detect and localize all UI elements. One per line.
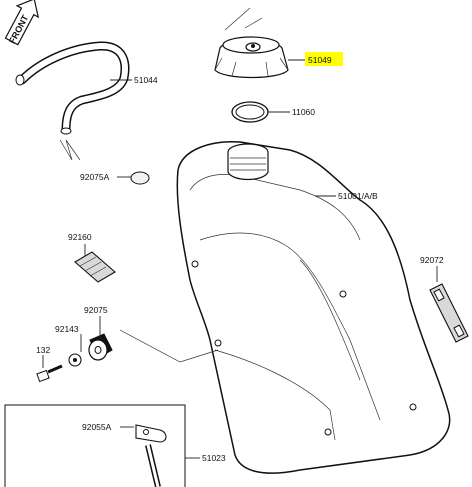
damper-92160 — [74, 251, 116, 283]
collar-92143 — [68, 353, 82, 367]
label-92160[interactable]: 92160 — [68, 232, 92, 242]
label-92072[interactable]: 92072 — [420, 255, 444, 265]
label-132[interactable]: 132 — [36, 345, 50, 355]
label-51044[interactable]: 51044 — [134, 75, 158, 85]
bolt-132 — [36, 364, 63, 383]
label-92055A[interactable]: 92055A — [82, 422, 112, 432]
label-92075A[interactable]: 92075A — [80, 172, 110, 182]
strap-92072 — [429, 283, 469, 343]
label-92075[interactable]: 92075 — [84, 305, 108, 315]
o-ring — [231, 101, 269, 123]
highlight-51049 — [305, 52, 343, 66]
front-arrow-icon: FRONT — [4, 0, 40, 46]
breather-hose — [15, 41, 130, 135]
label-51023[interactable]: 51023 — [202, 453, 226, 463]
label-51049[interactable]: 51049 — [308, 55, 332, 65]
clip-92055A — [135, 424, 167, 443]
fuel-cock — [145, 444, 161, 487]
damper-92075 — [88, 333, 113, 361]
rubber-cap — [130, 171, 150, 185]
inset-frame — [4, 404, 186, 487]
label-92143[interactable]: 92143 — [55, 324, 79, 334]
label-51001[interactable]: 51001/A/B — [338, 191, 378, 201]
label-11060[interactable]: 11060 — [292, 107, 315, 117]
fuel-cap — [214, 36, 289, 79]
fuel-tank — [176, 141, 451, 474]
